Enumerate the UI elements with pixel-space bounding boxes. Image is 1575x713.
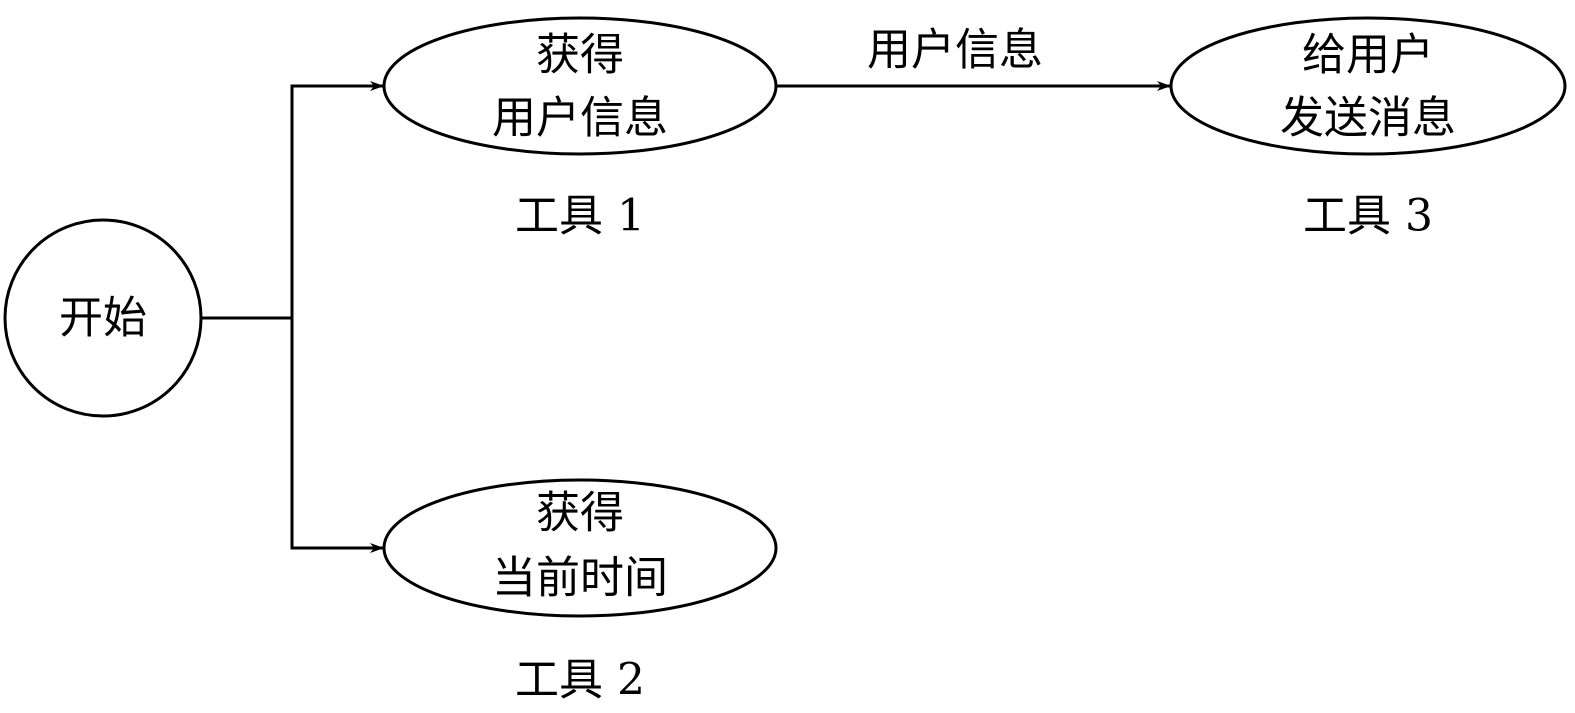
node-tool2-caption: 工具 2 — [515, 655, 645, 706]
node-tool1-caption: 工具 1 — [515, 191, 645, 242]
node-tool3: 给用户 发送消息 — [1169, 16, 1567, 156]
node-tool1: 获得 用户信息 — [382, 16, 778, 156]
node-tool1-line2: 用户信息 — [492, 93, 668, 144]
node-tool3-caption: 工具 3 — [1303, 191, 1433, 242]
edge-start-to-tool2 — [290, 318, 384, 553]
node-start-label: 开始 — [59, 293, 147, 344]
node-tool3-line1: 给用户 — [1302, 30, 1434, 81]
edge-label-user-info: 用户信息 — [867, 25, 1043, 76]
node-tool3-line2: 发送消息 — [1280, 93, 1456, 144]
node-start: 开始 — [3, 218, 203, 418]
node-tool2-line1: 获得 — [536, 488, 624, 539]
node-tool2-line2: 当前时间 — [492, 553, 668, 604]
node-tool1-line1: 获得 — [536, 30, 624, 81]
node-tool2: 获得 当前时间 — [382, 478, 778, 618]
edge-start-to-tool1 — [290, 81, 384, 318]
